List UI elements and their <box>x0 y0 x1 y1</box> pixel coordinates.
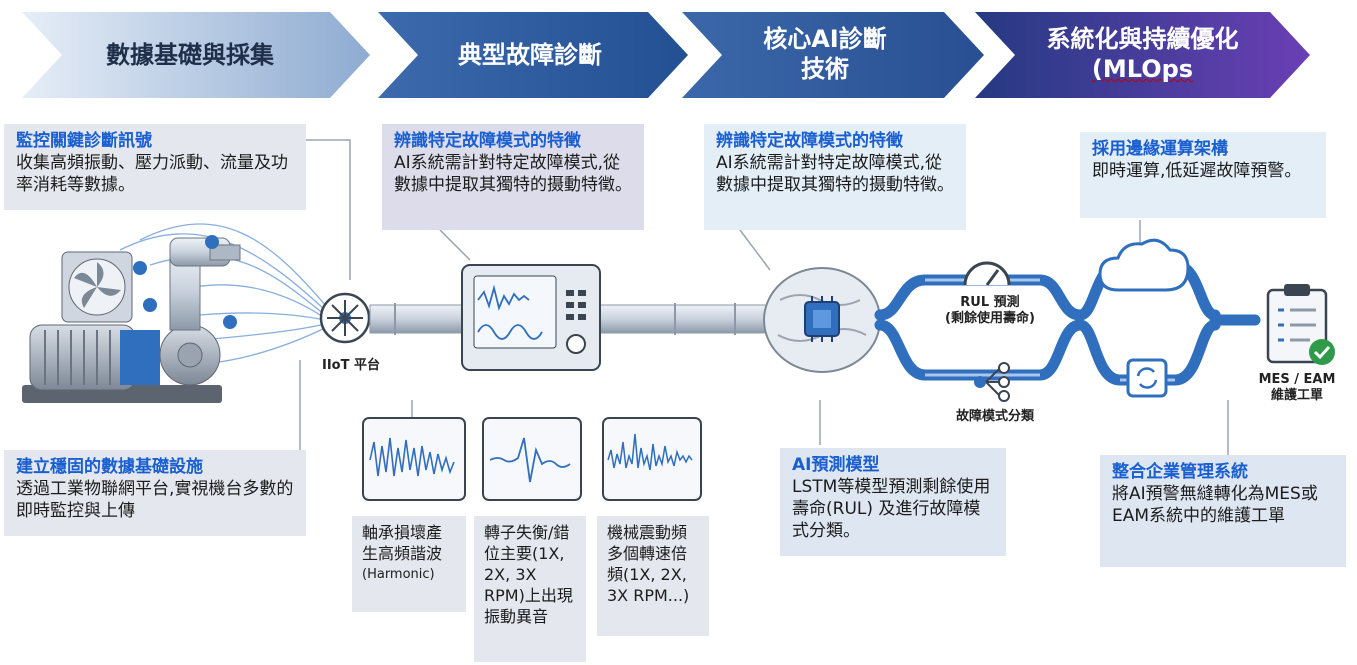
rotor-imbalance-label: 轉子失衡/錯位主要(1X, 2X, 3X RPM)上出現振動異音 <box>474 516 586 662</box>
ai-brain-chip-icon <box>763 267 881 373</box>
signal-lines <box>119 223 327 366</box>
bearing-fault-text: 軸承損壞產生高頻諧波 <box>362 523 443 563</box>
bearing-fault-label: 軸承損壞產生高頻諧波 (Harmonic) <box>352 516 466 612</box>
fault-classification-icon <box>974 362 1010 402</box>
stage-label-3-line2: 技術 <box>801 55 849 83</box>
stage-label-3-line1: 核心AI診斷 <box>763 25 887 53</box>
rul-label-line2: (剩餘使用壽命) <box>945 311 1035 326</box>
diagnostic-monitor-device <box>461 264 601 371</box>
rotor-imbalance-text: 轉子失衡/錯位主要(1X, 2X, 3X RPM)上出現振動異音 <box>484 523 573 626</box>
stage-label-4-line1: 系統化與持續優化 <box>1046 25 1239 53</box>
mes-label-line1: MES / EAM <box>1258 372 1336 387</box>
mechanical-vibration-label: 機械震動頻多個轉速倍頻(1X, 2X, 3X RPM...) <box>597 516 709 636</box>
sync-icon <box>1126 358 1168 398</box>
identify-features-text-1: AI系統需計對特定故障模式,從數據中提取其獨特的摄動特徵。 <box>394 153 632 195</box>
enterprise-system-text: 將AI預警無縫轉化為MES或EAM系統中的維護工單 <box>1112 484 1318 526</box>
mechanical-vibration-text: 機械震動頻多個轉速倍頻(1X, 2X, 3X RPM...) <box>607 523 690 605</box>
iiot-label: IIoT 平台 <box>322 358 380 373</box>
stage-label-3: 核心AI診斷 技術 <box>710 18 940 90</box>
data-infra-box: 建立穩固的數據基礎設施 透過工業物聯網平台,實視機台多數的即時監控與上傳 <box>4 450 306 536</box>
enterprise-system-title: 整合企業管理系統 <box>1112 462 1248 482</box>
stage-chevron-1 <box>22 12 370 98</box>
stage-chevron-4 <box>975 12 1310 98</box>
edge-computing-box: 採用邊緣運算架構 即時運算,低延遲故障預警。 <box>1080 132 1326 218</box>
stage-label-1: 數據基礎與採集 <box>106 41 274 69</box>
stage-label-2: 典型故障診斷 <box>458 41 602 69</box>
stage-label-4: 系統化與持續優化 (MLOps <box>1005 18 1280 90</box>
edge-computing-text: 即時運算,低延遲故障預警。 <box>1092 161 1302 181</box>
work-order-clipboard-icon <box>1266 284 1335 365</box>
multi-rpm-wave <box>607 433 693 471</box>
stage-chevron-2 <box>378 12 688 98</box>
mes-label: MES / EAM 維護工單 <box>1252 372 1342 404</box>
stage-header <box>22 12 1310 98</box>
process-diagram <box>22 139 1335 501</box>
mes-label-line2: 維護工單 <box>1270 388 1323 403</box>
leader-lines <box>299 139 1229 455</box>
imbalance-wave <box>489 437 571 483</box>
identify-features-box-1: 辨識特定故障模式的特徵 AI系統需計對特定故障模式,從數據中提取其獨特的摄動特徵… <box>382 124 644 230</box>
identify-features-text-2: AI系統需計對特定故障模式,從數據中提取其獨特的摄動特徵。 <box>716 153 954 195</box>
identify-features-title-2: 辨識特定故障模式的特徵 <box>716 131 903 151</box>
edge-computing-title: 採用邊緣運算架構 <box>1092 139 1228 159</box>
enterprise-system-box: 整合企業管理系統 將AI預警無縫轉化為MES或EAM系統中的維護工單 <box>1100 455 1346 567</box>
fault-class-label: 故障模式分類 <box>955 409 1034 424</box>
ai-model-text: LSTM等模型預測剩餘使用壽命(RUL) 及進行故障模式分類。 <box>792 477 991 541</box>
cloud-icon <box>1098 238 1190 292</box>
harmonic-wave <box>369 437 455 477</box>
ai-model-box: AI預測模型 LSTM等模型預測剩餘使用壽命(RUL) 及進行故障模式分類。 <box>780 448 1006 556</box>
motor-pump-illustration <box>22 235 241 403</box>
monitor-signals-title: 監控關鍵診斷訊號 <box>16 131 152 151</box>
rul-label-line1: RUL 預測 <box>960 295 1020 310</box>
rul-label: RUL 預測 (剩餘使用壽命) <box>930 295 1050 327</box>
identify-features-title-1: 辨識特定故障模式的特徵 <box>394 131 581 151</box>
monitor-signals-box: 監控關鍵診斷訊號 收集高頻振動、壓力派動、流量及功率消耗等數據。 <box>4 124 306 210</box>
stage-label-4-line2: (MLOps <box>1091 55 1194 83</box>
data-infra-title: 建立穩固的數據基礎設施 <box>16 457 203 477</box>
monitor-signals-text: 收集高頻振動、壓力派動、流量及功率消耗等數據。 <box>16 153 288 195</box>
data-infra-text: 透過工業物聯網平台,實視機台多數的即時監控與上傳 <box>16 479 294 521</box>
iiot-hub-icon <box>319 292 371 344</box>
stage-chevron-3 <box>682 12 984 98</box>
ai-model-title: AI預測模型 <box>792 455 880 475</box>
bearing-fault-note: (Harmonic) <box>362 567 435 582</box>
identify-features-box-2: 辨識特定故障模式的特徵 AI系統需計對特定故障模式,從數據中提取其獨特的摄動特徵… <box>704 124 966 230</box>
waveform-panels <box>362 417 702 501</box>
rul-gauge-icon <box>963 261 1011 286</box>
